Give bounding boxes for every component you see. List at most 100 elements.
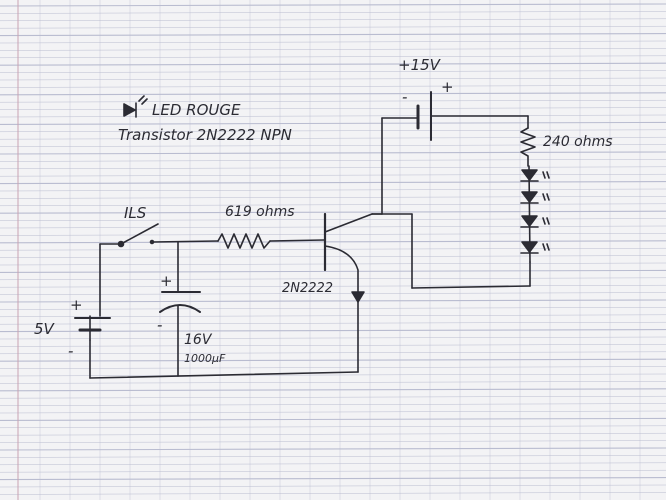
supply-5v-minus: - xyxy=(68,342,73,360)
ruled-line xyxy=(0,417,666,421)
ruled-line xyxy=(0,336,666,340)
legend-led-icon xyxy=(123,95,148,118)
ruled-line xyxy=(0,203,666,207)
ruled-line xyxy=(0,277,666,281)
ruled-line xyxy=(0,358,666,362)
ruled-line xyxy=(0,218,666,221)
ruled-line xyxy=(0,151,666,155)
ruled-line xyxy=(0,469,666,473)
ruled-line xyxy=(0,284,666,288)
ruled-line xyxy=(0,388,666,392)
ruled-line xyxy=(0,121,666,125)
supply-15v-label: +15V xyxy=(398,56,442,74)
ruled-line xyxy=(0,196,666,199)
ruled-line xyxy=(0,188,666,192)
ruled-line xyxy=(0,410,666,414)
ruled-line xyxy=(0,11,666,14)
capacitor-voltage: 16V xyxy=(184,332,213,348)
ruled-line xyxy=(0,403,666,406)
ruled-line xyxy=(0,233,666,236)
ruled-line xyxy=(0,173,666,177)
right-circuit-wires xyxy=(371,115,531,289)
ruled-line xyxy=(0,484,666,488)
ruled-line xyxy=(0,292,666,295)
ruled-line xyxy=(0,166,666,170)
led-resistor-label: 240 ohms xyxy=(543,134,613,150)
ruled-line xyxy=(0,159,666,162)
ruled-line xyxy=(0,447,666,451)
ruled-line xyxy=(0,432,666,436)
led-4-symbol xyxy=(520,241,550,254)
supply-15v-plus: + xyxy=(441,78,454,96)
ruled-line xyxy=(0,240,666,244)
legend-transistor-label: Transistor 2N2222 NPN xyxy=(118,126,292,144)
ruled-line xyxy=(0,107,666,110)
ruled-line xyxy=(0,440,666,443)
capacitor-minus: - xyxy=(157,316,162,334)
left-circuit-wires xyxy=(89,239,359,379)
ruled-line xyxy=(0,262,666,266)
led-2-symbol xyxy=(520,191,550,204)
battery-5v-symbol xyxy=(74,315,111,341)
ruled-line xyxy=(0,114,666,118)
ruled-line xyxy=(0,299,666,303)
ruled-line xyxy=(0,329,666,333)
transistor-2n2222-symbol xyxy=(323,212,373,303)
ruled-line xyxy=(0,492,666,495)
ruled-line xyxy=(0,129,666,133)
switch-label: ILS xyxy=(124,204,147,222)
supply-15v-minus: - xyxy=(402,88,407,106)
led-1-symbol xyxy=(520,169,550,182)
ruled-line xyxy=(0,225,666,229)
ruled-line xyxy=(0,247,666,251)
reed-switch-ils xyxy=(117,223,159,248)
ruled-line xyxy=(0,144,666,147)
ruled-line xyxy=(0,55,666,59)
ruled-line xyxy=(0,477,666,481)
ruled-line xyxy=(0,3,666,7)
ruled-line xyxy=(0,92,666,96)
led-3-symbol xyxy=(520,215,550,228)
ruled-line xyxy=(0,425,666,429)
ruled-line xyxy=(0,366,666,369)
base-resistor-symbol xyxy=(217,233,271,249)
ruled-lines xyxy=(0,3,666,495)
ruled-line xyxy=(0,455,666,458)
capacitor-capacitance: 1000µF xyxy=(184,352,226,365)
transistor-label: 2N2222 xyxy=(282,281,333,296)
ruled-line xyxy=(0,351,666,355)
ruled-line xyxy=(0,344,666,347)
ruled-line xyxy=(0,181,666,185)
ruled-line xyxy=(0,307,666,310)
ruled-line xyxy=(0,40,666,44)
supply-5v-plus: + xyxy=(70,296,83,314)
ruled-line xyxy=(0,210,666,214)
ruled-line xyxy=(0,314,666,318)
battery-15v-symbol xyxy=(416,91,432,141)
ruled-line xyxy=(0,33,666,37)
capacitor-plus: + xyxy=(160,272,173,290)
ruled-line xyxy=(0,373,666,377)
ruled-line xyxy=(0,18,666,22)
ruled-line xyxy=(0,77,666,81)
ruled-line xyxy=(0,136,666,140)
ruled-line xyxy=(0,85,666,88)
led-string xyxy=(520,165,550,263)
ruled-line xyxy=(0,70,666,73)
capacitor-symbol xyxy=(159,291,201,313)
ruled-line xyxy=(0,99,666,103)
ruled-line xyxy=(0,269,666,273)
ruled-line xyxy=(0,462,666,466)
supply-5v-label: 5V xyxy=(34,320,56,338)
ruled-line xyxy=(0,25,666,29)
ruled-line xyxy=(0,255,666,258)
base-resistor-label: 619 ohms xyxy=(225,204,295,220)
ruled-line xyxy=(0,395,666,399)
ruled-line xyxy=(0,321,666,325)
legend-led-label: LED ROUGE xyxy=(152,101,241,119)
ruled-line xyxy=(0,62,666,66)
ruled-line xyxy=(0,381,666,384)
led-resistor-symbol xyxy=(520,127,536,167)
ruled-line xyxy=(0,48,666,51)
